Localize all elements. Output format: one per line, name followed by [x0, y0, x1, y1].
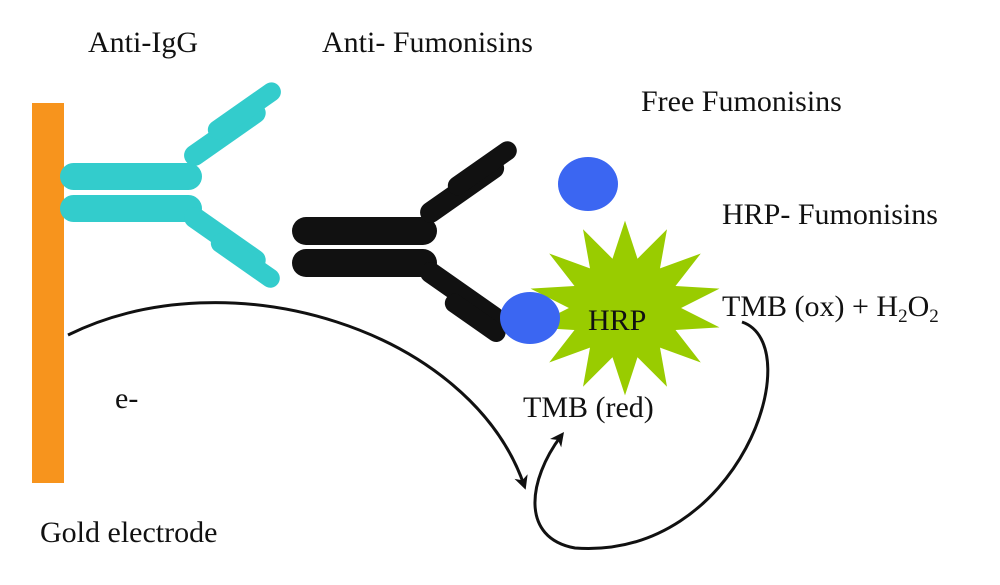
anti-igg-lower-arm-outer: [210, 233, 280, 288]
electron-label: e-: [115, 382, 139, 415]
tmb-ox-subscript-o2: 2: [929, 306, 939, 327]
anti-igg-antibody: [60, 82, 281, 288]
anti-fumonisins-label: Anti- Fumonisins: [322, 26, 533, 59]
anti-igg-heavy-chain-lower: [60, 195, 202, 222]
hrp-label: HRP: [588, 304, 647, 337]
tmb-ox-subscript-h2: 2: [898, 306, 908, 327]
bound-fumonisin-molecule: [500, 292, 560, 344]
electron-transfer-arrow: [67, 301, 528, 490]
anti-igg-upper-arm-outer: [207, 82, 281, 140]
gold-electrode-bar: [32, 103, 64, 483]
anti-fumonisins-heavy-chain-upper: [292, 217, 437, 245]
anti-fumonisins-heavy-chain-lower: [292, 249, 437, 277]
tmb-ox-label: TMB (ox) + H2O2: [722, 290, 939, 327]
anti-fumonisins-lower-arm-outer: [444, 293, 506, 342]
redox-cycle-arrow: [533, 320, 770, 550]
anti-fumonisins-lower-arm-inner: [420, 262, 505, 328]
anti-igg-heavy-chain-upper: [60, 163, 202, 190]
hrp-enzyme-star: [530, 220, 720, 396]
anti-fumonisins-upper-arm-outer: [447, 141, 517, 196]
tmb-ox-oxygen: O: [907, 290, 930, 323]
free-fumonisins-label: Free Fumonisins: [641, 85, 842, 118]
tmb-ox-text: TMB (ox) + H: [722, 290, 899, 323]
anti-fumonisins-antibody: [292, 141, 517, 342]
hrp-fumonisins-label: HRP- Fumonisins: [722, 198, 938, 231]
anti-igg-label: Anti-IgG: [88, 26, 198, 59]
free-fumonisin-molecule: [558, 157, 618, 211]
gold-electrode-label: Gold electrode: [40, 516, 218, 549]
tmb-red-label: TMB (red): [523, 391, 654, 424]
